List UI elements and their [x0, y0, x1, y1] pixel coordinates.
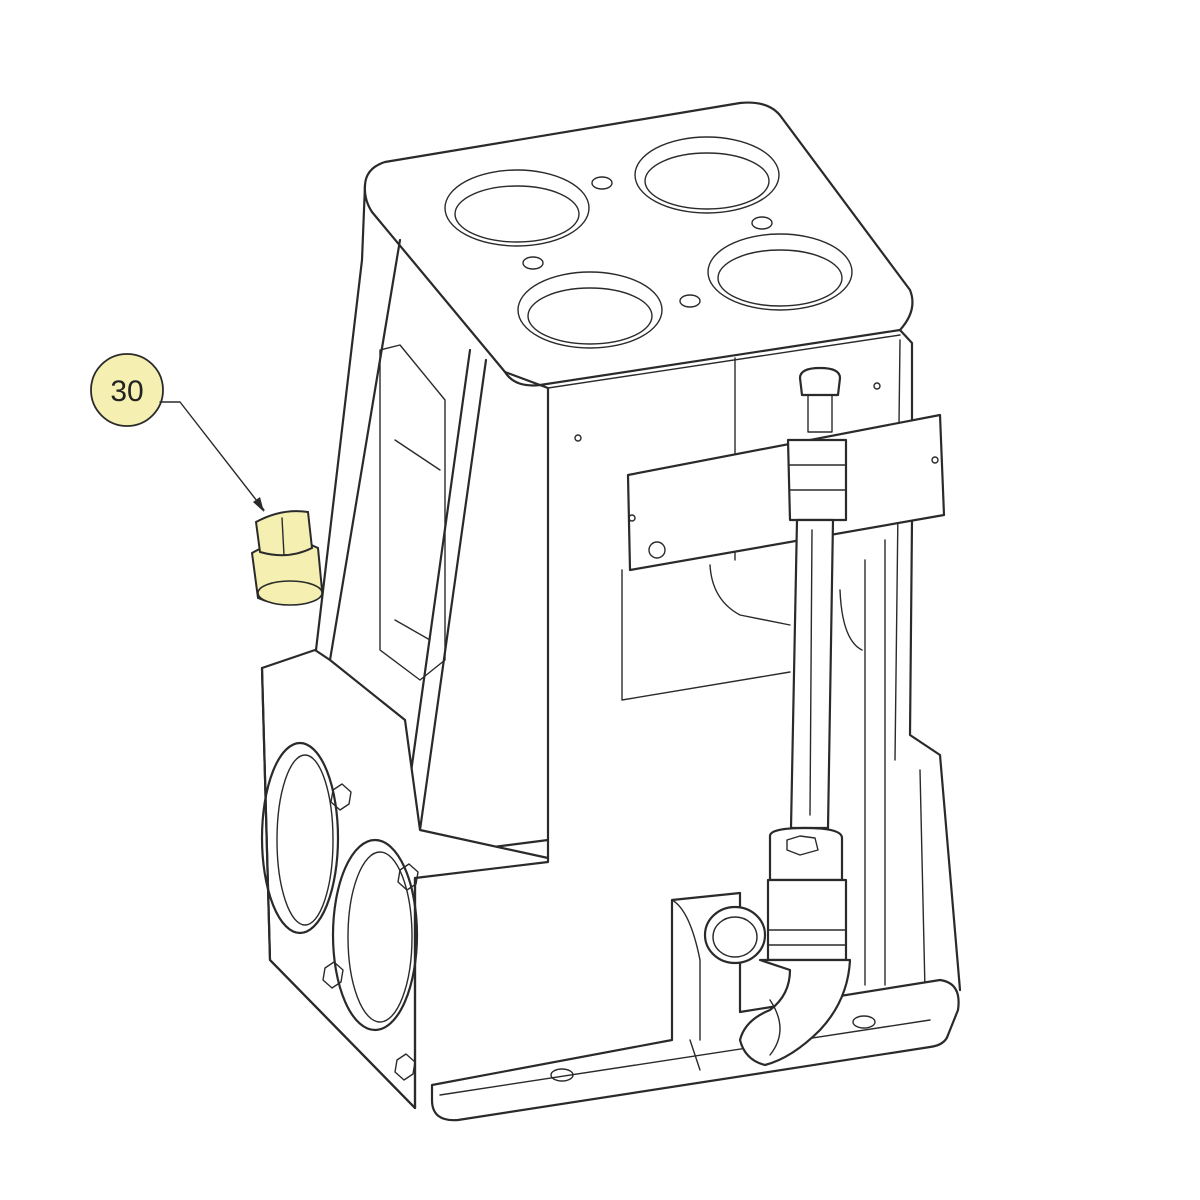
- top-bolt-holes: [522, 176, 773, 308]
- sight-glass-assembly: [738, 366, 852, 1067]
- side-nuts: [322, 783, 419, 1081]
- plug-face: [257, 580, 323, 606]
- base-block: [260, 648, 550, 1110]
- callout-number: 30: [110, 375, 143, 408]
- drain-plug: [703, 905, 767, 965]
- plug-head: [254, 510, 314, 557]
- callout-30[interactable]: 30: [90, 353, 265, 512]
- leader-line: [159, 401, 265, 511]
- cover-plate: [626, 413, 946, 572]
- top-bores: [444, 136, 853, 349]
- side-bores: [260, 741, 419, 1032]
- housing: [260, 101, 962, 1122]
- part-30-plug-fitting[interactable]: [250, 510, 324, 606]
- base-plate: [430, 891, 960, 1122]
- top-plate: [363, 101, 914, 387]
- callout-bubble: [90, 353, 164, 427]
- leader-arrowhead: [253, 497, 264, 512]
